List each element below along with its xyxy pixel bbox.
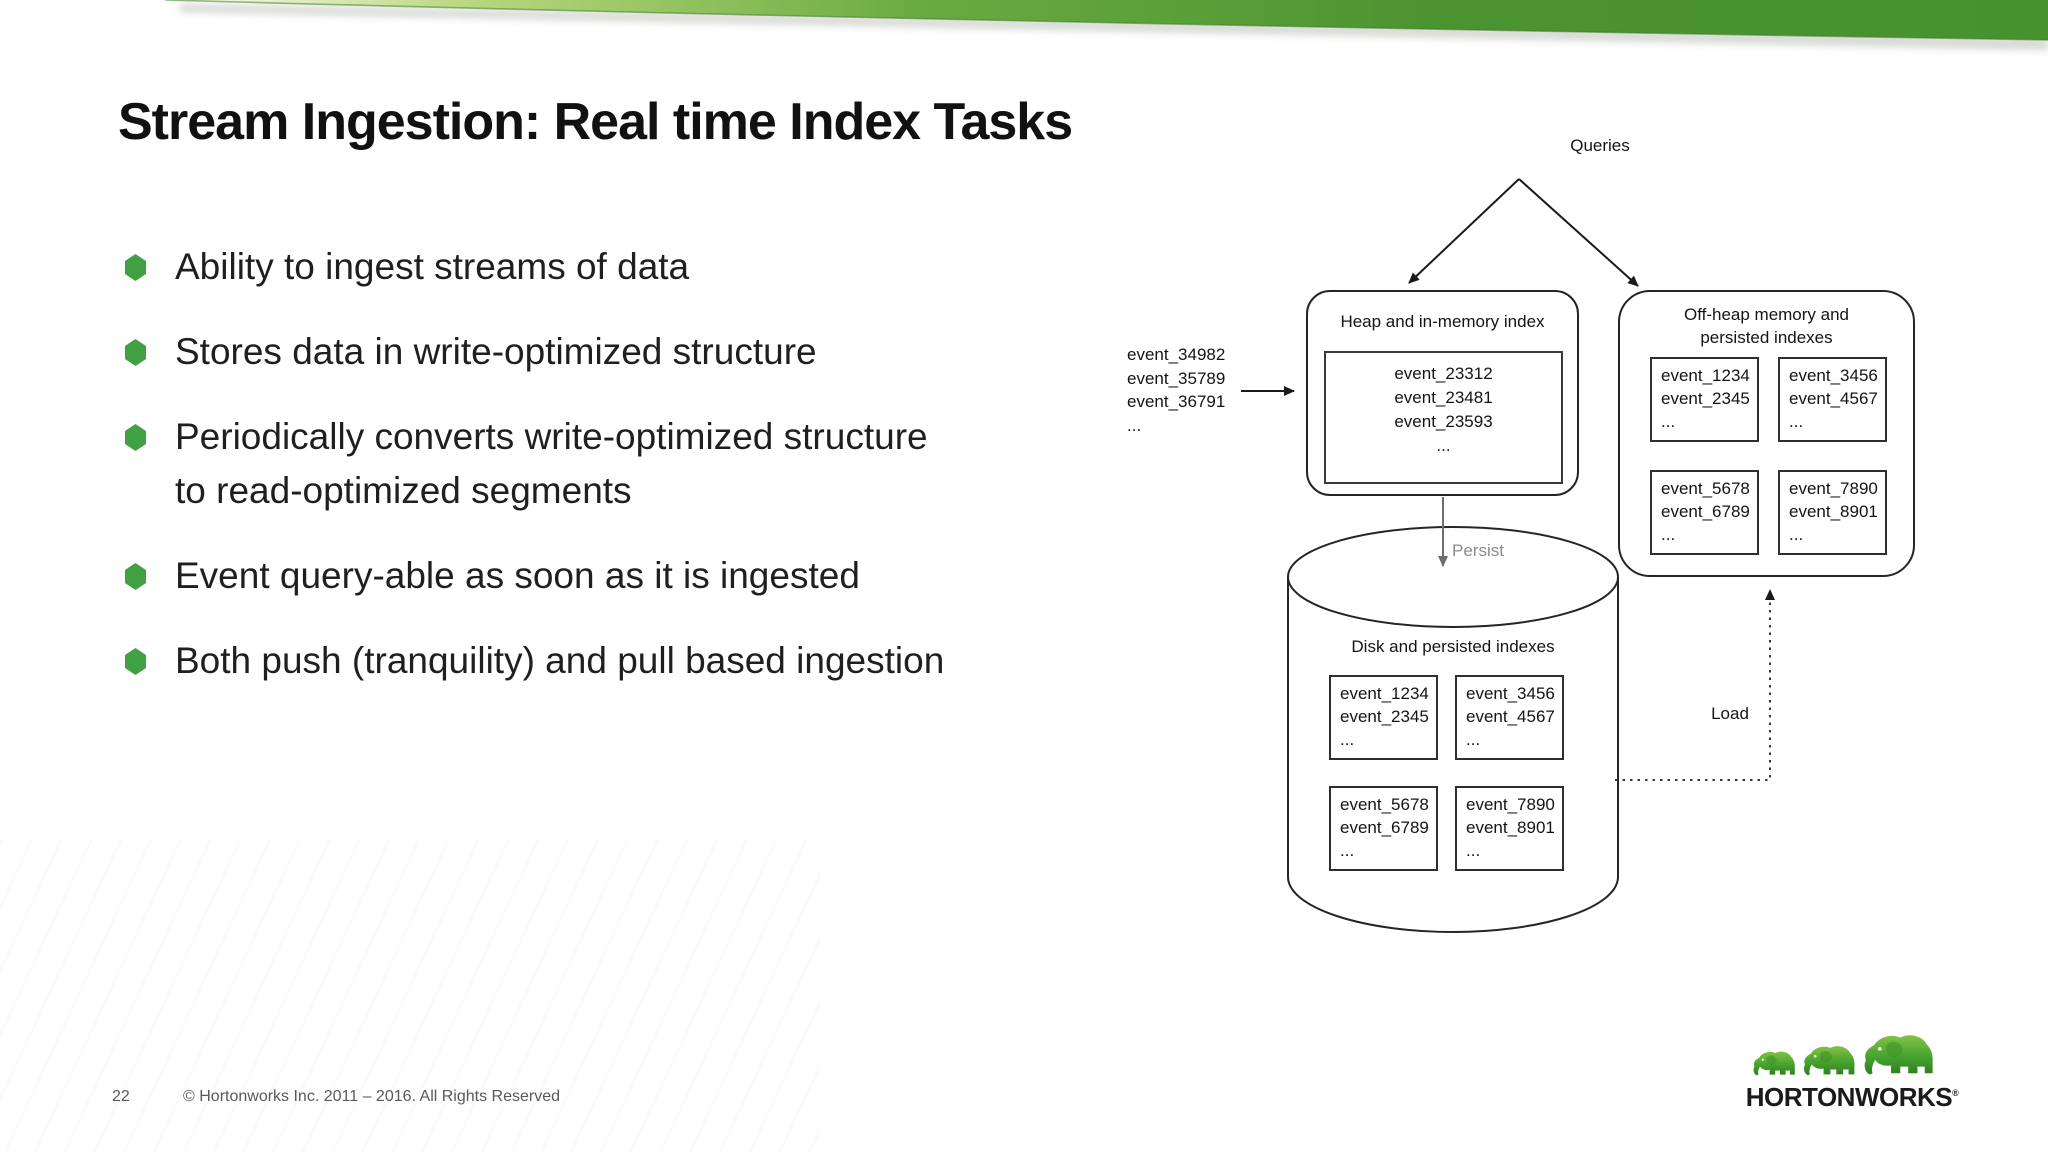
band-shadow	[180, 4, 2048, 50]
bullet-item: Event query-able as soon as it is ingest…	[118, 549, 944, 603]
bullet-line: Ability to ingest streams of data	[175, 246, 690, 287]
bullet-item: Both push (tranquility) and pull based i…	[118, 634, 944, 688]
disk-cylinder-title: Disk and persisted indexes	[1351, 637, 1555, 656]
background-texture	[0, 840, 820, 1152]
bullet-line: Event query-able as soon as it is ingest…	[175, 555, 860, 596]
offheap-event-box: event_7890 event_8901 ...	[1778, 470, 1887, 555]
incoming-event: event_36791	[1127, 392, 1226, 411]
hexagon-bullet-icon	[125, 254, 146, 281]
hortonworks-logo: HORTONWORKS®	[1738, 1024, 1974, 1120]
bullet-item: Ability to ingest streams of data	[118, 240, 944, 294]
disk-event-box: event_1234 event_2345 ...	[1329, 675, 1438, 760]
bullet-list: Ability to ingest streams of data Stores…	[118, 240, 944, 719]
queries-label: Queries	[1570, 136, 1630, 155]
persist-label: Persist	[1452, 541, 1504, 560]
hexagon-bullet-icon	[125, 339, 146, 366]
load-dotted-arrow	[1615, 589, 1775, 781]
heap-box-title: Heap and in-memory index	[1340, 312, 1545, 331]
bullet-text: Both push (tranquility) and pull based i…	[175, 634, 944, 688]
disk-event-box: event_5678 event_6789 ...	[1329, 786, 1438, 871]
hexagon-bullet-icon	[125, 424, 146, 451]
bullet-text: Event query-able as soon as it is ingest…	[175, 549, 860, 603]
bullet-line: Periodically converts write-optimized st…	[175, 416, 928, 457]
hexagon-bullet-icon	[125, 648, 146, 675]
registered-mark: ®	[1952, 1088, 1959, 1098]
load-label: Load	[1711, 704, 1749, 723]
heap-event: event_23481	[1394, 388, 1493, 407]
bullet-item: Stores data in write-optimized structure	[118, 325, 944, 379]
logo-wordmark: HORTONWORKS®	[1745, 1082, 1959, 1112]
incoming-event: event_34982	[1127, 345, 1226, 364]
copyright-text: © Hortonworks Inc. 2011 – 2016. All Righ…	[183, 1088, 561, 1105]
band-shape	[165, 0, 2048, 40]
disk-event-box: event_3456 event_4567 ...	[1455, 675, 1564, 760]
bullet-item: Periodically converts write-optimized st…	[118, 410, 944, 518]
heap-event: event_23593	[1394, 412, 1493, 431]
elephants-icon	[1753, 1035, 1933, 1076]
offheap-event-box: event_1234 event_2345 ...	[1650, 357, 1759, 442]
bullet-text: Stores data in write-optimized structure	[175, 325, 817, 379]
disk-event-box: event_7890 event_8901 ...	[1455, 786, 1564, 871]
top-green-band	[164, 0, 2048, 50]
bullet-line: to read-optimized segments	[175, 470, 632, 511]
offheap-box-title: Off-heap memory and persisted indexes	[1683, 305, 1850, 347]
offheap-event-box: event_3456 event_4567 ...	[1778, 357, 1887, 442]
bullet-line: Both push (tranquility) and pull based i…	[175, 640, 945, 681]
offheap-event-box: event_5678 event_6789 ...	[1650, 470, 1759, 555]
queries-arrow-right	[1518, 178, 1639, 287]
bullet-line: Stores data in write-optimized structure	[175, 331, 817, 372]
queries-arrow-left	[1408, 178, 1520, 284]
page-number: 22	[112, 1088, 130, 1105]
incoming-events-list: event_34982 event_35789 event_36791 ...	[1127, 343, 1225, 437]
incoming-event: event_35789	[1127, 368, 1226, 388]
heap-events-box: event_23312 event_23481 event_23593 ...	[1324, 351, 1563, 484]
heap-index-box: Heap and in-memory index event_23312 eve…	[1306, 290, 1579, 496]
incoming-event: ...	[1127, 415, 1142, 435]
heap-event: ...	[1436, 436, 1451, 455]
heap-event: event_23312	[1394, 364, 1493, 383]
page-title: Stream Ingestion: Real time Index Tasks	[118, 93, 1073, 151]
hexagon-bullet-icon	[125, 563, 146, 590]
bullet-text: Periodically converts write-optimized st…	[175, 410, 928, 518]
band-edge-line	[164, 0, 2048, 41]
bullet-text: Ability to ingest streams of data	[175, 240, 689, 294]
